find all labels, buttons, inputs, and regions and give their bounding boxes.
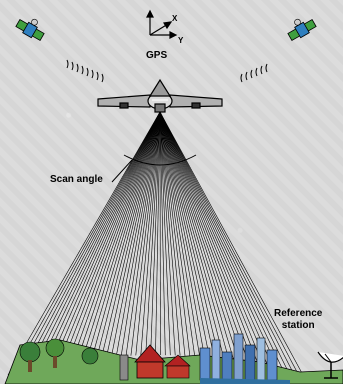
laser-scan-beam <box>8 112 303 375</box>
reference-station-label: Reference station <box>274 308 322 332</box>
beam-line <box>160 112 288 372</box>
beam-line <box>38 112 161 369</box>
satellite-left-icon <box>15 13 48 43</box>
beam-line <box>160 112 215 359</box>
reference-station-line1: Reference <box>274 308 322 320</box>
axis-y-label: Y <box>178 36 183 45</box>
reference-station-line2: station <box>274 320 322 332</box>
beam-line <box>160 112 298 374</box>
ground-scene <box>5 334 343 384</box>
beam-line <box>52 112 160 366</box>
axis-x-label: X <box>172 14 177 23</box>
beam-line <box>160 112 234 362</box>
beam-line <box>160 112 269 368</box>
beam-line <box>33 112 160 370</box>
beam-line <box>72 112 160 362</box>
beam-line <box>160 112 205 358</box>
gps-label: GPS <box>146 50 167 61</box>
beam-line <box>160 112 259 366</box>
scan-angle-label: Scan angle <box>50 174 103 185</box>
signal-waves-right-icon <box>241 64 267 82</box>
satellite-right-icon <box>284 13 317 43</box>
beam-line <box>18 112 160 373</box>
beam-line <box>62 112 160 364</box>
airplane-icon <box>98 80 222 112</box>
beam-line <box>160 112 239 362</box>
beam-line <box>160 112 278 370</box>
beam-line <box>160 112 254 365</box>
beam-line <box>116 112 160 357</box>
beam-line <box>8 112 160 375</box>
beam-line <box>87 112 160 360</box>
beam-line <box>92 112 160 360</box>
beam-line <box>160 112 293 373</box>
signal-waves-left-icon <box>67 60 103 82</box>
beam-line <box>28 112 160 371</box>
beam-line <box>82 112 160 361</box>
